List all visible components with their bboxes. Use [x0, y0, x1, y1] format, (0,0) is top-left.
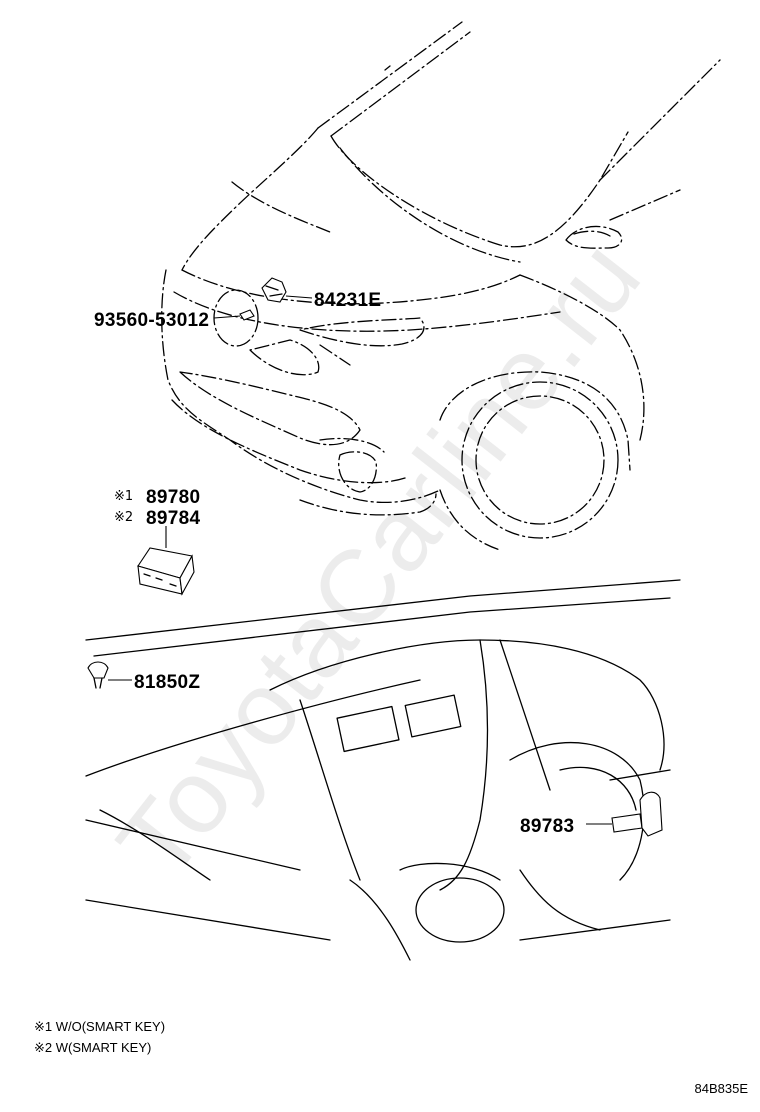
callout-84231e: 84231E	[314, 290, 381, 311]
hood-switch-part	[261, 277, 313, 303]
callout-89780: ※1 89780	[114, 487, 200, 508]
part-number-81850z: 81850Z	[134, 672, 200, 693]
sensor-part	[586, 791, 663, 837]
part-number-84231e: 84231E	[314, 290, 381, 311]
screw-part	[213, 309, 255, 321]
part-number-93560-53012: 93560-53012	[94, 310, 209, 331]
part-number-89783: 89783	[520, 816, 574, 837]
diagram-code: 84B835E	[694, 1081, 749, 1096]
footnote-1: ※1 W/O(SMART KEY)	[34, 1019, 166, 1034]
callout-89784: ※2 89784	[114, 508, 200, 529]
footnote-mark-1: ※1	[114, 489, 133, 504]
callout-93560-53012: 93560-53012	[94, 310, 209, 331]
callout-89783: 89783	[520, 816, 574, 837]
footnote-2: ※2 W(SMART KEY)	[34, 1040, 152, 1055]
control-unit-part	[137, 526, 195, 596]
part-number-89784: 89784	[146, 508, 200, 529]
footnote-mark-2: ※2	[114, 510, 133, 525]
car-front-illustration	[161, 21, 721, 551]
dashboard-illustration	[85, 579, 681, 961]
part-number-89780: 89780	[146, 487, 200, 508]
callout-81850z: 81850Z	[134, 672, 200, 693]
clip-part	[87, 661, 132, 689]
